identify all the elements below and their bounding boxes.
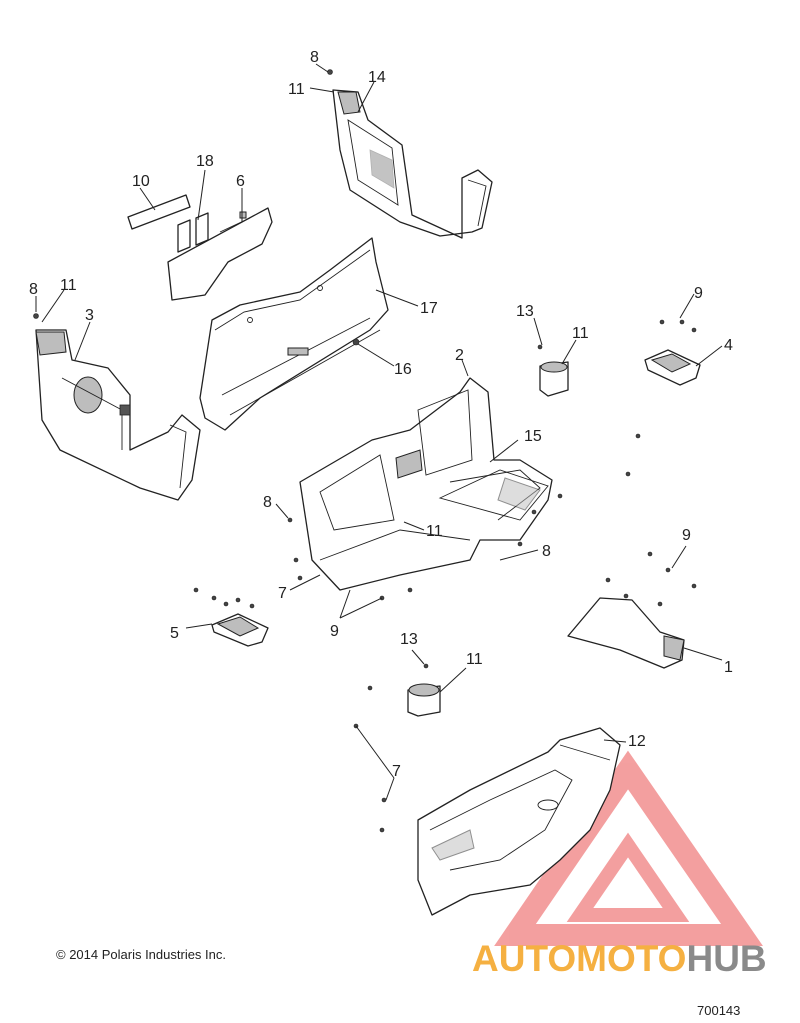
callout-8-left: 8: [29, 281, 38, 298]
callout-13-lower: 13: [400, 631, 418, 648]
callout-8-mid-right: 8: [542, 543, 551, 560]
watermark-triangle-logo: [494, 750, 763, 946]
callout-2: 2: [455, 347, 464, 364]
part-1-floor-bracket: [567, 597, 685, 669]
part-10-decal-strip: [127, 194, 191, 230]
callout-11-upper-cup: 11: [572, 325, 589, 342]
watermark-text-gray: HUB: [686, 938, 767, 979]
part-6-back-panel: [167, 207, 273, 301]
callout-10: 10: [132, 173, 150, 190]
callout-13-upper: 13: [516, 303, 534, 320]
callout-7-lower: 7: [392, 763, 401, 780]
part-17-seat-back: [199, 237, 389, 431]
callout-4: 4: [724, 337, 733, 354]
part-5-bracket: [211, 613, 269, 647]
callout-8-top: 8: [310, 49, 319, 66]
callout-12: 12: [628, 733, 646, 750]
part-12-floor-tub: [417, 727, 621, 916]
callout-6: 6: [236, 173, 245, 190]
leader-lines: [35, 63, 723, 801]
callout-11-left: 11: [60, 277, 77, 294]
copyright-notice: © 2014 Polaris Industries Inc.: [56, 947, 226, 962]
callout-15: 15: [524, 428, 542, 445]
part-11-cup-holder-lower: [407, 683, 441, 717]
callout-9-right: 9: [694, 285, 703, 302]
callout-3: 3: [85, 307, 94, 324]
part-14-seat-frame: [332, 89, 493, 239]
callout-11-mid: 11: [426, 523, 443, 540]
callout-8-mid-left: 8: [263, 494, 272, 511]
callout-11-top: 11: [288, 81, 305, 98]
callout-18: 18: [196, 153, 214, 170]
part-15-tray: [438, 469, 549, 521]
callout-labels: 8 11 14 18 10 6 8 11 3 17 16 13 11 9 4 2…: [29, 49, 733, 780]
fasteners: [33, 69, 697, 833]
callout-17: 17: [420, 300, 438, 317]
part-2-seat-base: [299, 377, 553, 591]
watermark-text-orange: AUTOMOTO: [472, 938, 687, 979]
callout-14: 14: [368, 69, 386, 86]
callout-9-mid: 9: [330, 623, 339, 640]
callout-16: 16: [394, 361, 412, 378]
callout-1: 1: [724, 659, 733, 676]
part-3-side-panel: [35, 329, 201, 501]
callout-9-lower-right: 9: [682, 527, 691, 544]
callout-7-mid: 7: [278, 585, 287, 602]
callout-11-lower-cup: 11: [466, 651, 483, 668]
watermark-wordmark: AUTOMOTOHUB: [472, 938, 767, 980]
callout-5: 5: [170, 625, 179, 642]
part-18-labels: [177, 212, 209, 253]
drawing-number: 700143: [697, 1003, 741, 1018]
part-4-bracket: [644, 349, 701, 386]
part-11-cup-holder-upper: [539, 361, 569, 397]
